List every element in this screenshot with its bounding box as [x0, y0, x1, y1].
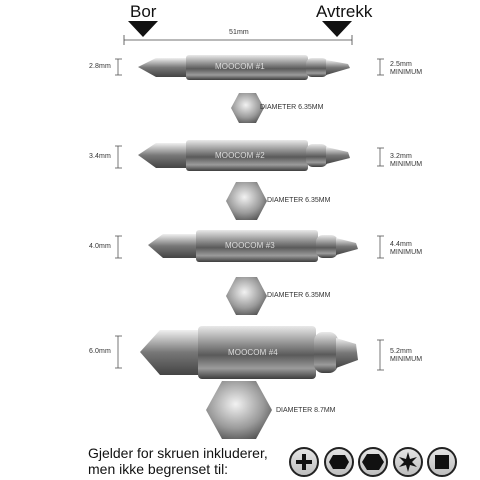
hex-diameter-1: [231, 93, 264, 123]
hex-diameter-3: [226, 277, 267, 315]
hex-diameter-4: [206, 381, 272, 439]
bit-2-code: MOOCOM #2: [215, 151, 265, 160]
bit-1-right-note: MINIMUM: [390, 69, 423, 76]
phillips-icon: [289, 447, 319, 477]
bit-2-right-size: 3.2mm: [390, 153, 412, 160]
header-right-label: Avtrekk: [316, 2, 373, 21]
square-icon: [427, 447, 457, 477]
bit-2: [138, 140, 350, 171]
bit-3-code: MOOCOM #3: [225, 241, 275, 250]
bit-4-diameter: DIAMETER 8.7MM: [276, 407, 336, 414]
torx-icon: [393, 447, 423, 477]
bit-4: [140, 326, 358, 379]
hex-socket-icon: [358, 447, 388, 477]
length-label: 51mm: [229, 29, 249, 36]
bit-4-code: MOOCOM #4: [228, 348, 278, 357]
bit-4-left-size: 6.0mm: [89, 348, 111, 355]
bit-1-left-size: 2.8mm: [89, 63, 111, 70]
bit-1: [138, 55, 350, 80]
bit-2-left-size: 3.4mm: [89, 153, 111, 160]
bit-4-right-size: 5.2mm: [390, 348, 412, 355]
bit-1-right-size: 2.5mm: [390, 61, 412, 68]
right-arrow-icon: [322, 21, 352, 37]
left-arrow-icon: [128, 21, 158, 37]
bit-2-right-note: MINIMUM: [390, 161, 423, 168]
bit-1-code: MOOCOM #1: [215, 62, 265, 71]
bit-3-diameter: DIAMETER 6.35MM: [267, 292, 331, 299]
bit-3-left-size: 4.0mm: [89, 243, 111, 250]
bit-2-diameter: DIAMETER 6.35MM: [267, 197, 331, 204]
header-left-label: Bor: [130, 2, 157, 21]
bit-3-right-note: MINIMUM: [390, 249, 423, 256]
footer-line-2: men ikke begrenset til:: [88, 461, 229, 477]
footer-line-1: Gjelder for skruen inkluderer,: [88, 445, 268, 461]
bit-3: [148, 230, 358, 262]
hex-diameter-2: [226, 182, 267, 220]
bit-4-right-note: MINIMUM: [390, 356, 423, 363]
bit-1-diameter: DIAMETER 6.35MM: [260, 104, 324, 111]
hex-icon: [324, 447, 354, 477]
bit-3-right-size: 4.4mm: [390, 241, 412, 248]
